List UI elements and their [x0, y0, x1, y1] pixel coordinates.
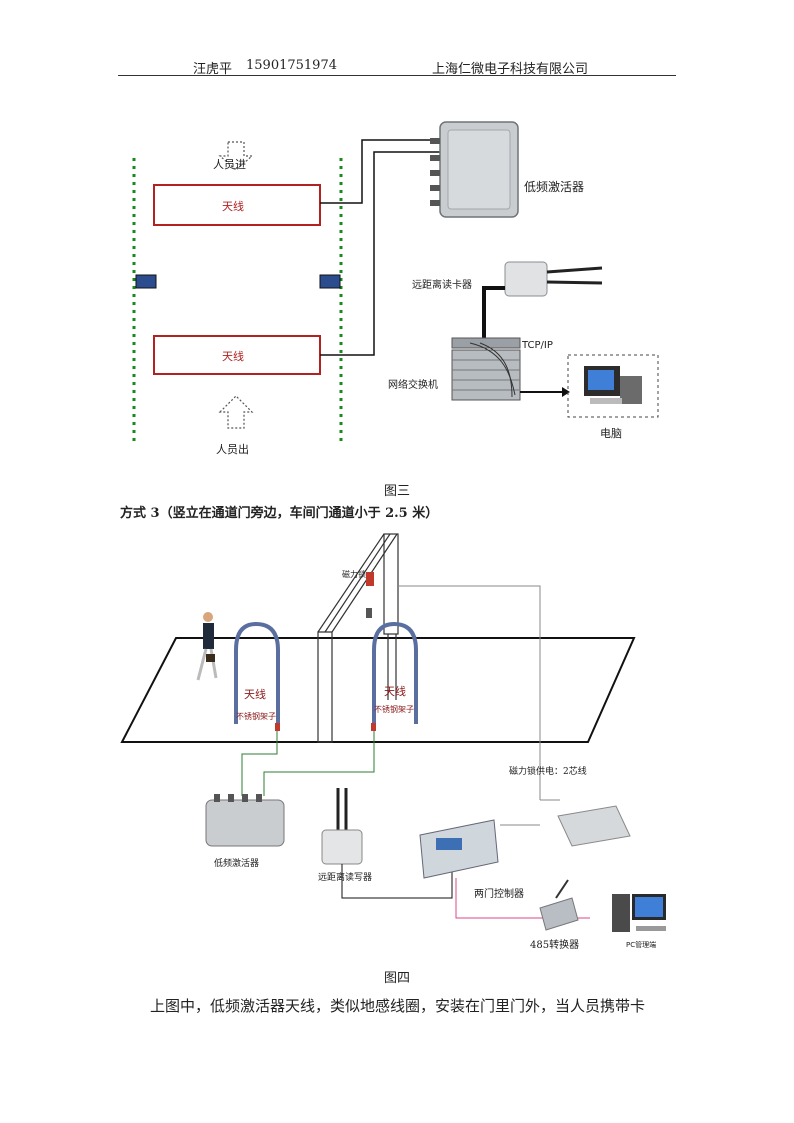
- fig4-antenna-left: 天线: [244, 688, 266, 701]
- computer-frame: [567, 354, 659, 418]
- fig4-activator: 低频激活器: [214, 859, 260, 869]
- power-supply-icon: [557, 805, 631, 847]
- fig4-bracket-right: 不锈钢架子: [374, 705, 414, 714]
- converter-icon: [539, 897, 579, 931]
- figure3-diagram: [132, 121, 659, 445]
- pc-icon: [612, 894, 666, 932]
- fig3-person-in: 人员进: [213, 158, 246, 171]
- header-author: 汪虎平: [193, 62, 233, 77]
- fig3-switch: 网络交换机: [388, 380, 438, 391]
- figure4-diagram: [120, 533, 666, 932]
- activator-box-icon: [205, 799, 285, 847]
- arrow-out-icon: [218, 395, 254, 429]
- antenna-left-arch: [234, 621, 280, 724]
- fig3-reader: 远距离读卡器: [412, 280, 472, 291]
- fig4-converter: 485转换器: [530, 940, 580, 951]
- computer-icon: [584, 366, 642, 404]
- fig4-pc: PC管理端: [626, 941, 657, 949]
- fig3-activator: 低频激活器: [524, 180, 585, 194]
- figure4-caption: 图四: [384, 971, 411, 986]
- fig4-power-note: 磁力锁供电：2芯线: [509, 767, 587, 777]
- body-paragraph: 上图中，低频激活器天线，类似地感线圈，安装在门里门外，当人员携带卡: [150, 997, 646, 1015]
- header-rule: [118, 75, 676, 76]
- header-phone: 15901751974: [246, 58, 337, 73]
- fig3-tcpip: TCP/IP: [522, 340, 553, 351]
- fig3-antenna-bottom: 天线: [222, 350, 244, 363]
- reader-writer-icon: [321, 829, 363, 865]
- section-title: 方式 3（竖立在通道门旁边，车间门通道小于 2.5 米）: [120, 506, 439, 521]
- fig4-door-controller: 两门控制器: [474, 889, 524, 900]
- header-company: 上海仁微电子科技有限公司: [432, 62, 589, 77]
- sensor-right: [319, 274, 341, 289]
- network-switch-icon: [451, 337, 521, 401]
- arrow-in-icon: [218, 141, 254, 171]
- person-icon: [196, 612, 218, 681]
- fig3-computer: 电脑: [600, 427, 622, 440]
- fig4-antenna-right: 天线: [384, 685, 406, 698]
- fig3-person-out: 人员出: [216, 443, 249, 456]
- gate-frame: [317, 533, 399, 743]
- floor-outline: [120, 637, 636, 743]
- fig3-antenna-top: 天线: [222, 200, 244, 213]
- figure3-caption: 图三: [384, 484, 411, 499]
- maglock-icon: [366, 572, 374, 586]
- reader-device-icon: [504, 261, 548, 297]
- fig4-maglock: 磁力锁: [342, 570, 366, 579]
- fig4-reader-writer: 远距离读写器: [318, 873, 373, 883]
- antenna-top-box: [153, 184, 321, 226]
- antenna-right-arch: [372, 621, 418, 724]
- sensor-left: [135, 274, 157, 289]
- fig4-bracket-left: 不锈钢架子: [236, 712, 276, 721]
